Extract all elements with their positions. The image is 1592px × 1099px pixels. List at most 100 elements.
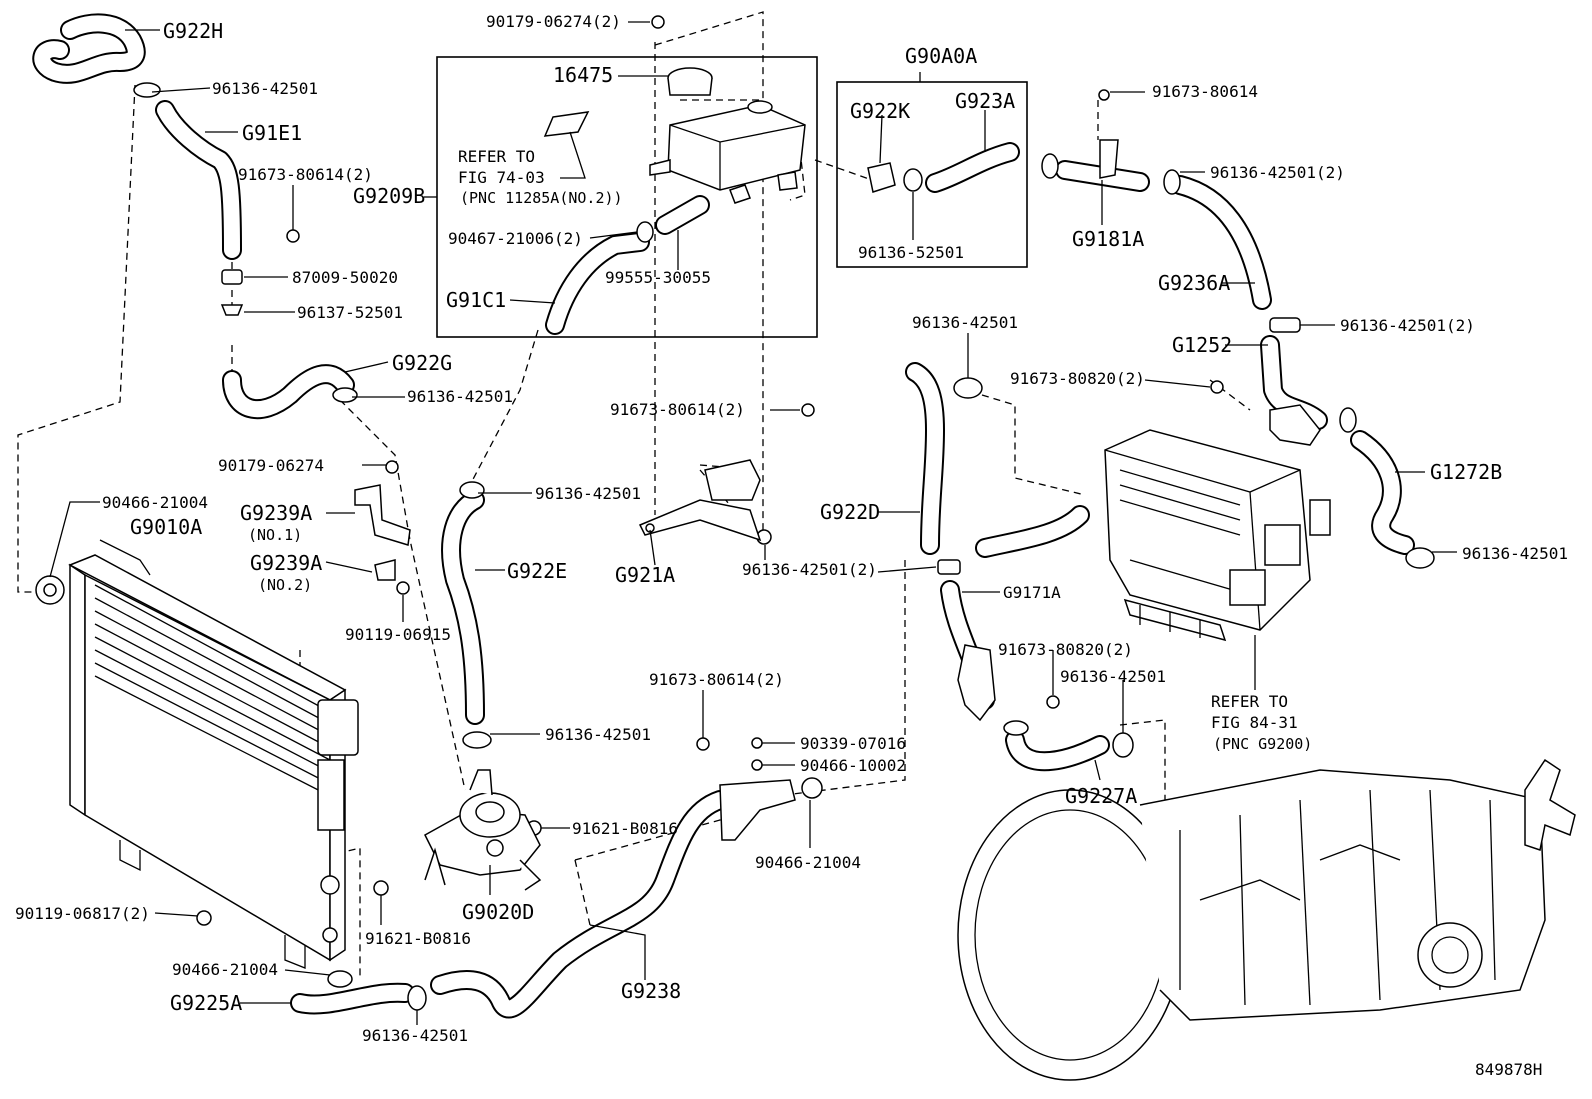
label-pnc-g9200: (PNC G9200) bbox=[1213, 735, 1312, 753]
label-g9209b: G9209B bbox=[353, 184, 425, 208]
bracket-g1252 bbox=[1269, 404, 1321, 446]
label-fig-74-03: FIG 74-03 bbox=[458, 168, 545, 187]
bolt-icon bbox=[196, 910, 212, 926]
bolt-icon bbox=[1098, 89, 1110, 101]
diagram-id: 849878H bbox=[1475, 1060, 1542, 1079]
label-90467-21006: 90467-21006(2) bbox=[448, 229, 583, 248]
label-96136-52501: 96136-52501 bbox=[858, 243, 964, 262]
label-91673-80614: 91673-80614(2) bbox=[238, 165, 373, 184]
bolt-icon bbox=[1046, 695, 1060, 709]
hose-clamp-icon bbox=[407, 985, 427, 1011]
hose-clamp-icon bbox=[1339, 407, 1357, 433]
label-g922d: G922D bbox=[820, 500, 880, 524]
label-pnc-11285a: (PNC 11285A(NO.2)) bbox=[460, 189, 623, 207]
label-g9236a: G9236A bbox=[1158, 271, 1230, 295]
label-90339-07016: 90339-07016 bbox=[800, 734, 906, 753]
label-90466-21004: 90466-21004 bbox=[102, 493, 208, 512]
assembly-dashed-lines bbox=[17, 11, 1251, 980]
label-96136-42501: 96136-42501 bbox=[212, 79, 318, 98]
label-g9171a: G9171A bbox=[1003, 583, 1061, 602]
label-sticker bbox=[543, 111, 590, 137]
label-g91e1: G91E1 bbox=[242, 121, 302, 145]
hose-clamp-icon bbox=[1405, 547, 1435, 569]
hose-clamp-icon bbox=[1269, 317, 1301, 333]
clamps-and-bolts bbox=[133, 15, 1435, 1011]
label-90179-06274: 90179-06274 bbox=[218, 456, 324, 475]
hose-clamp-icon bbox=[801, 777, 823, 799]
label-g922k: G922K bbox=[850, 99, 910, 123]
label-96136-42501: 96136-42501 bbox=[545, 725, 651, 744]
label-g922e: G922E bbox=[507, 559, 567, 583]
label-fig-84-31: FIG 84-31 bbox=[1211, 713, 1298, 732]
label-96136-42501-2: 96136-42501(2) bbox=[1340, 316, 1475, 335]
label-g91c1: G91C1 bbox=[446, 288, 506, 312]
label-91673-80614: 91673-80614(2) bbox=[610, 400, 745, 419]
label-g921a: G921A bbox=[615, 563, 675, 587]
label-g9020d: G9020D bbox=[462, 900, 534, 924]
label-91673-80614: 91673-80614(2) bbox=[649, 670, 784, 689]
label-90119-06817: 90119-06817(2) bbox=[15, 904, 150, 923]
hose-clamp-icon bbox=[953, 377, 983, 399]
label-g922h: G922H bbox=[163, 19, 223, 43]
label-96136-42501: 96136-42501 bbox=[535, 484, 641, 503]
label-g90a0a: G90A0A bbox=[905, 44, 977, 68]
label-96136-42501: 96136-42501 bbox=[1060, 667, 1166, 686]
bolt-icon bbox=[286, 229, 300, 243]
label-91673-80820: 91673-80820(2) bbox=[1010, 369, 1145, 388]
clip-icon bbox=[220, 304, 244, 316]
label-91673-80820: 91673-80820(2) bbox=[998, 640, 1133, 659]
clip-icon bbox=[751, 759, 763, 771]
hose-clamp-icon bbox=[1112, 732, 1134, 758]
pipe-bracket bbox=[1099, 139, 1119, 179]
hose-clamp-icon bbox=[903, 168, 923, 192]
label-96136-42501: 96136-42501 bbox=[1462, 544, 1568, 563]
coolant-reservoir bbox=[543, 67, 806, 204]
hose-clamp-icon bbox=[937, 559, 961, 575]
label-90466-21004: 90466-21004 bbox=[755, 853, 861, 872]
transmission-assembly bbox=[957, 758, 1576, 1081]
label-g9239a-2: G9239A bbox=[250, 551, 322, 575]
label-g9239a-1: G9239A bbox=[240, 501, 312, 525]
hose-clamp-icon bbox=[636, 221, 654, 243]
label-90179-06274: 90179-06274(2) bbox=[486, 12, 621, 31]
label-96136-42501: 96136-42501(2) bbox=[742, 560, 877, 579]
hose-clamp-icon bbox=[1041, 153, 1059, 179]
label-96136-42501: 96136-42501 bbox=[912, 313, 1018, 332]
label-16475: 16475 bbox=[553, 63, 613, 87]
bolt-icon bbox=[396, 581, 410, 595]
label-g1272b: G1272B bbox=[1430, 460, 1502, 484]
label-90119-06915: 90119-06915 bbox=[345, 625, 451, 644]
water-pump-g9020d bbox=[424, 769, 542, 891]
hose-clamp-icon bbox=[332, 387, 358, 403]
label-99555-30055: 99555-30055 bbox=[605, 268, 711, 287]
label-96136-42501-2: 96136-42501(2) bbox=[1210, 163, 1345, 182]
label-91621-b0816: 91621-B0816 bbox=[572, 819, 678, 838]
nut-icon bbox=[651, 15, 665, 29]
label-g923a: G923A bbox=[955, 89, 1015, 113]
label-96137-52501: 96137-52501 bbox=[297, 303, 403, 322]
nut-icon bbox=[385, 460, 399, 474]
label-96136-42501: 96136-42501 bbox=[362, 1026, 468, 1045]
label-96136-42501: 96136-42501 bbox=[407, 387, 513, 406]
bolt-icon bbox=[1210, 380, 1224, 394]
water-connector bbox=[719, 779, 796, 841]
bracket-g9239a bbox=[354, 484, 411, 581]
hose-clamp-icon bbox=[327, 970, 353, 988]
label-g9181a: G9181A bbox=[1072, 227, 1144, 251]
bracket-g921a bbox=[638, 459, 762, 542]
clip-icon bbox=[751, 737, 763, 749]
radiator-assembly bbox=[35, 554, 359, 969]
label-refer-to: REFER TO bbox=[1211, 692, 1288, 711]
hose-assembly-box bbox=[836, 81, 1028, 268]
label-87009-50020: 87009-50020 bbox=[292, 268, 398, 287]
hose-clamp-icon bbox=[459, 481, 485, 499]
label-no1: (NO.1) bbox=[248, 526, 302, 544]
label-g9238: G9238 bbox=[621, 979, 681, 1003]
hose-clamp-icon bbox=[462, 731, 492, 749]
label-no2: (NO.2) bbox=[258, 576, 312, 594]
hose-clamp-icon bbox=[1163, 169, 1181, 195]
label-g9225a: G9225A bbox=[170, 991, 242, 1015]
leader-lines bbox=[49, 21, 1457, 1025]
